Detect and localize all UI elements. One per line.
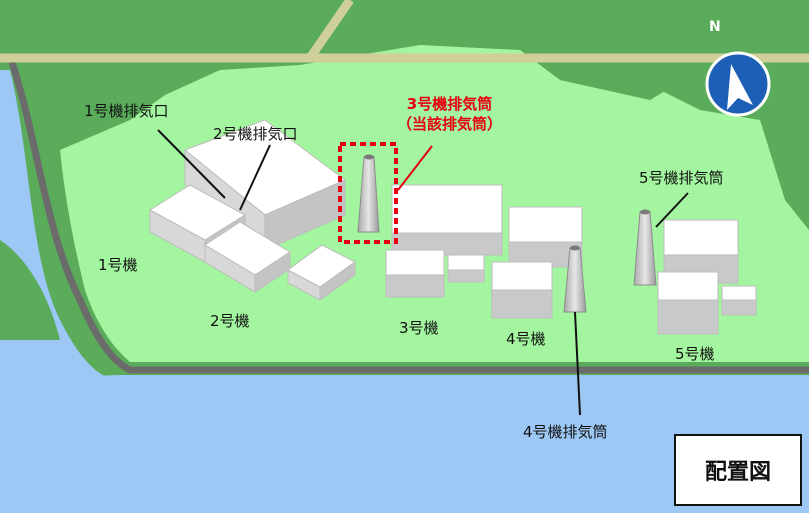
label-unit4-stack: 4号機排気筒 [523,423,608,441]
label-unit2: 2号機 [210,312,250,330]
leader-unit1-exhaust [157,129,226,199]
unit3-annex [447,254,485,283]
unit3-turbine-building [385,249,445,298]
unit5-turbine-building [657,271,719,335]
label-unit3-stack-line1: 3号機排気筒 [406,95,493,113]
label-unit4: 4号機 [506,330,546,348]
road-diagonal [306,0,354,61]
unit2-annex [287,244,356,301]
label-unit5-stack: 5号機排気筒 [639,169,724,187]
title-box: 配置図 [674,434,802,506]
label-unit5: 5号機 [675,345,715,363]
leader-unit3-stack [397,145,433,191]
leader-unit5-stack [655,192,689,228]
label-unit2-exhaust-port: 2号機排気口 [213,125,298,143]
forest-patch-east [760,100,809,230]
sea-bottom [0,375,809,513]
compass-north-label: N [709,19,721,35]
label-unit3-stack: 3号機排気筒 （当該排気筒） [397,94,502,134]
unit3-stack-highlight [338,142,398,244]
unit3-exhaust-stack [357,154,380,233]
unit4-exhaust-stack [563,245,587,313]
leader-unit4-stack [574,311,581,416]
unit5-annex [721,285,757,316]
leader-unit2-exhaust [239,144,271,211]
unit5-exhaust-stack [633,209,657,286]
unit4-turbine-building [491,261,553,319]
label-unit1: 1号機 [98,256,138,274]
unit3-reactor-building [391,184,503,256]
seawall [8,60,809,374]
label-unit3: 3号機 [399,319,439,337]
map-title: 配置図 [704,460,771,485]
label-unit1-exhaust-port: 1号機排気口 [84,102,169,120]
compass-icon [705,51,771,117]
label-unit3-stack-line2: （当該排気筒） [397,115,503,133]
forest-patch [520,30,700,100]
unit2-building [204,221,291,293]
left-forest [0,240,60,340]
